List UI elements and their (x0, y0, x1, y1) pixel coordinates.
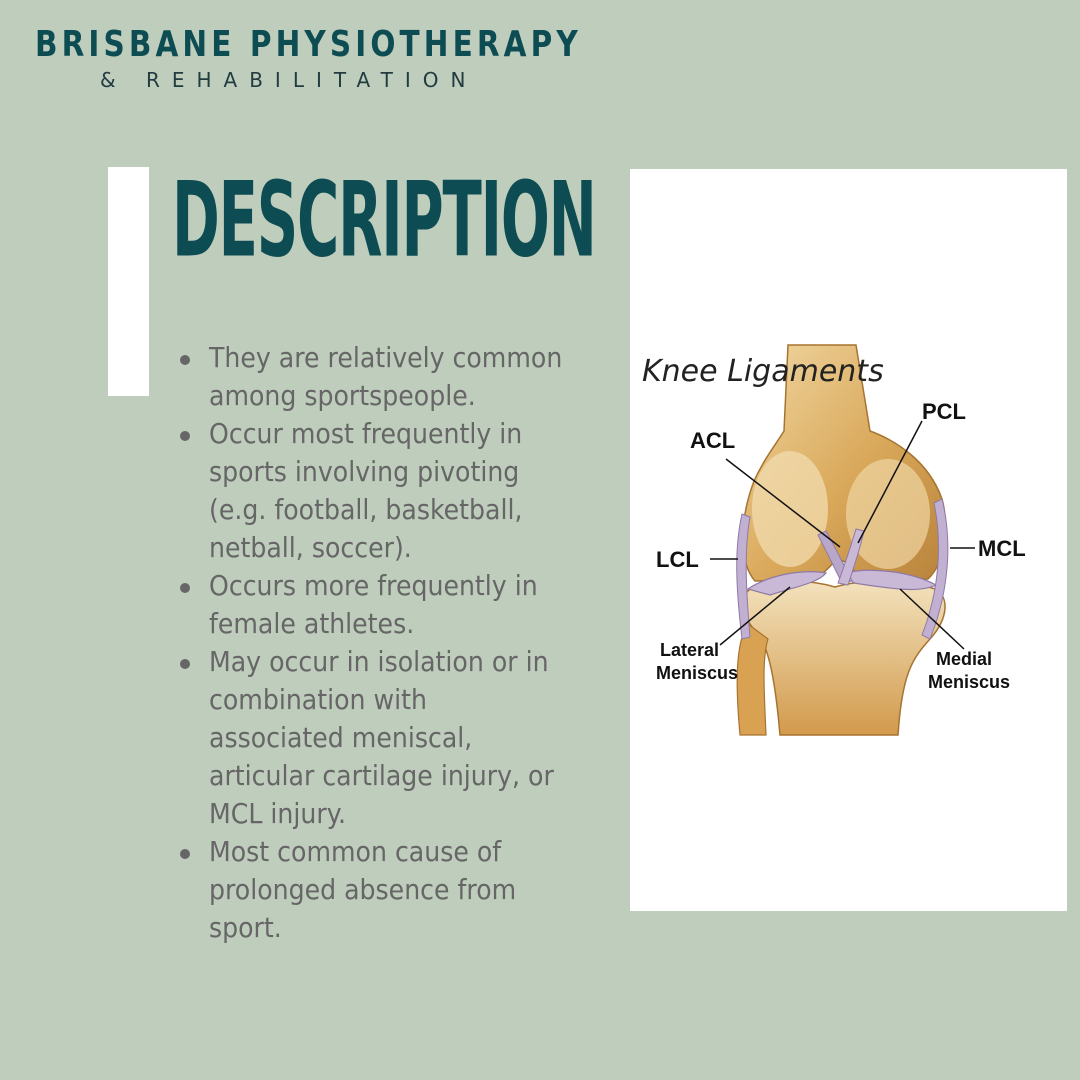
acl-label: ACL (690, 428, 735, 453)
medial-meniscus-label-line1: Medial (936, 649, 992, 669)
brand-subtitle: & REHABILITATION (100, 68, 478, 92)
fibula-bone (736, 623, 769, 736)
list-item-text: Most common cause of prolonged absence f… (209, 835, 517, 944)
tibia-bone (742, 580, 946, 736)
list-item: May occur in isolation or in combination… (178, 643, 618, 833)
lateral-meniscus-label-line1: Lateral (660, 640, 719, 660)
lcl-label: LCL (656, 547, 699, 572)
list-item: Occur most frequently in sports involvin… (178, 415, 618, 567)
lateral-meniscus-leader (719, 586, 791, 646)
medial-condyle (846, 459, 930, 569)
list-item-text: Occur most frequently in sports involvin… (209, 417, 523, 564)
description-list: They are relatively common among sportsp… (178, 339, 618, 947)
pcl-ligament (837, 528, 865, 586)
list-item-text: Occurs more frequently in female athlete… (209, 569, 538, 640)
list-item: Occurs more frequently in female athlete… (178, 567, 618, 643)
knee-diagram: Knee Ligaments PCL ACL LCL MCL Lateral M… (642, 344, 1026, 736)
list-item: They are relatively common among sportsp… (178, 339, 618, 415)
knee-diagram-card: Knee Ligaments PCL ACL LCL MCL Lateral M… (630, 169, 1067, 911)
list-item-text: They are relatively common among sportsp… (209, 341, 563, 412)
medial-meniscus-label-line2: Meniscus (928, 672, 1010, 692)
pcl-leader (857, 420, 923, 544)
pcl-label: PCL (922, 399, 966, 424)
mcl-label: MCL (978, 536, 1026, 561)
brand-name: BRISBANE PHYSIOTHERAPY (35, 24, 582, 65)
list-item-text: May occur in isolation or in combination… (209, 645, 554, 830)
medial-meniscus-leader (899, 588, 965, 650)
page-title: DESCRIPTION (172, 159, 597, 281)
mcl-ligament (921, 498, 949, 640)
lcl-ligament (736, 513, 751, 640)
acl-leader (725, 458, 841, 548)
lateral-meniscus-label-line2: Meniscus (656, 663, 738, 683)
accent-bar (108, 167, 149, 396)
list-item: Most common cause of prolonged absence f… (178, 833, 618, 947)
diagram-title: Knee Ligaments (642, 354, 884, 389)
